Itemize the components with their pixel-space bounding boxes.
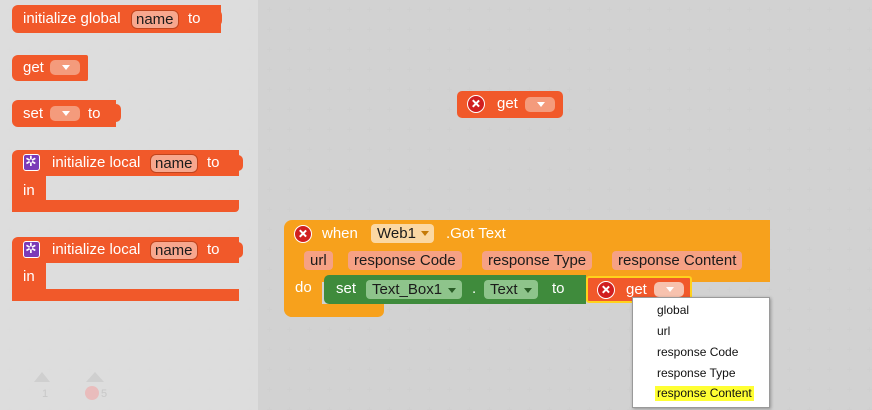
to-label: to <box>207 241 220 258</box>
to-label: to <box>552 280 565 297</box>
menu-item-response-type[interactable]: response Type <box>657 366 736 380</box>
to-label: to <box>207 154 220 171</box>
initialize-local-label: initialize local <box>52 154 141 171</box>
chevron-down-icon <box>523 287 532 293</box>
initialize-local-label: initialize local <box>52 241 141 258</box>
socket-tab <box>112 104 121 122</box>
error-indicator[interactable]: 5 <box>84 372 114 404</box>
target-component-dropdown[interactable]: Text_Box1 <box>366 280 463 299</box>
variable-dropdown[interactable] <box>50 106 80 121</box>
initialize-local-block[interactable]: initialize local name to in <box>12 237 239 301</box>
error-icon[interactable] <box>294 225 312 243</box>
name-field[interactable]: name <box>150 241 198 260</box>
error-triangle-icon <box>86 372 104 382</box>
in-label: in <box>23 268 35 285</box>
variable-dropdown[interactable] <box>525 97 555 112</box>
variable-dropdown-menu[interactable]: global url response Code response Type r… <box>632 297 770 408</box>
set-variable-block[interactable]: set to <box>12 100 116 127</box>
name-field[interactable]: name <box>150 154 198 173</box>
component-name: Web1 <box>377 225 416 242</box>
when-label: when <box>322 225 358 242</box>
error-icon[interactable] <box>467 95 485 113</box>
set-label: set <box>23 105 44 122</box>
to-label: to <box>188 10 201 27</box>
to-label: to <box>88 105 101 122</box>
menu-item-response-code[interactable]: response Code <box>657 345 739 359</box>
chevron-down-icon <box>448 287 457 293</box>
component-dropdown[interactable]: Web1 <box>371 224 434 243</box>
error-count: 5 <box>101 388 108 400</box>
get-variable-block[interactable]: get <box>12 55 88 81</box>
event-name: .Got Text <box>446 225 506 242</box>
error-icon[interactable] <box>597 281 615 299</box>
initialize-global-block[interactable]: initialize global name to <box>12 5 221 33</box>
canvas-get-block[interactable]: get <box>457 91 563 118</box>
menu-item-response-content[interactable]: response Content <box>655 386 754 401</box>
set-textbox-text-block[interactable]: set Text_Box1 . Text to <box>324 275 586 304</box>
warning-triangle-icon <box>34 372 50 382</box>
chevron-down-icon <box>420 231 429 236</box>
dot-label: . <box>472 280 477 297</box>
param-response-code[interactable]: response Code <box>348 251 462 270</box>
warning-indicator[interactable]: 1 <box>32 372 58 404</box>
param-response-type[interactable]: response Type <box>482 251 593 270</box>
get-label: get <box>626 281 647 298</box>
menu-item-global[interactable]: global <box>657 303 690 317</box>
param-url[interactable]: url <box>304 251 333 270</box>
initialize-local-block[interactable]: initialize local name to in <box>12 150 239 212</box>
socket-tab <box>235 155 243 171</box>
property-name: Text <box>490 281 518 298</box>
get-label: get <box>23 59 44 76</box>
set-label: set <box>336 280 357 297</box>
when-web1-gottext-block[interactable]: when Web1 .Got Text url response Code re… <box>284 220 770 317</box>
socket-tab <box>235 242 243 258</box>
param-response-content[interactable]: response Content <box>612 251 743 270</box>
do-label: do <box>295 279 312 296</box>
warning-count: 1 <box>42 388 49 400</box>
error-circle-icon <box>85 386 99 400</box>
menu-item-url[interactable]: url <box>657 324 671 338</box>
target-component-name: Text_Box1 <box>372 281 443 298</box>
block-flyout[interactable]: initialize global name to get set to ini… <box>0 0 258 410</box>
mutator-gear-icon[interactable] <box>23 153 40 171</box>
socket-tab <box>214 10 222 26</box>
variable-dropdown[interactable] <box>654 282 684 297</box>
mutator-gear-icon[interactable] <box>23 240 40 258</box>
name-field[interactable]: name <box>131 10 179 29</box>
in-label: in <box>23 182 35 199</box>
get-label: get <box>497 95 518 112</box>
initialize-global-label: initialize global <box>23 10 121 27</box>
variable-dropdown[interactable] <box>50 60 80 75</box>
property-dropdown[interactable]: Text <box>484 280 538 299</box>
